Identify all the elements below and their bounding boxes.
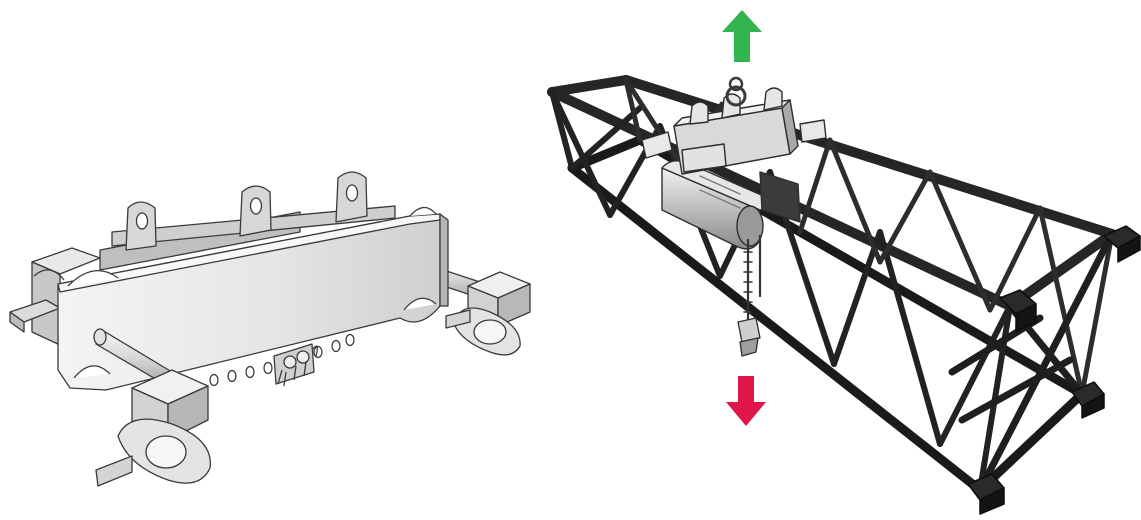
lower-down-arrow-icon (726, 376, 766, 426)
lift-up-arrow-icon (722, 10, 762, 62)
bracket-right-clamp (445, 271, 531, 356)
bracket-mounting-tabs (125, 171, 368, 251)
hoist-chains (743, 234, 762, 332)
mounted-bracket (641, 76, 827, 175)
chain-hoist-motor (661, 160, 801, 250)
bracket-front-plate (57, 206, 449, 391)
bracket-left-end-block (9, 247, 101, 346)
hoist-hook-block (737, 317, 761, 357)
right-truss-illustration (547, 75, 1141, 515)
bracket-lock-pins (273, 343, 318, 387)
truss-end-caps (967, 225, 1141, 515)
bracket-left-clamp (95, 369, 211, 487)
left-bracket-illustration (9, 171, 531, 487)
